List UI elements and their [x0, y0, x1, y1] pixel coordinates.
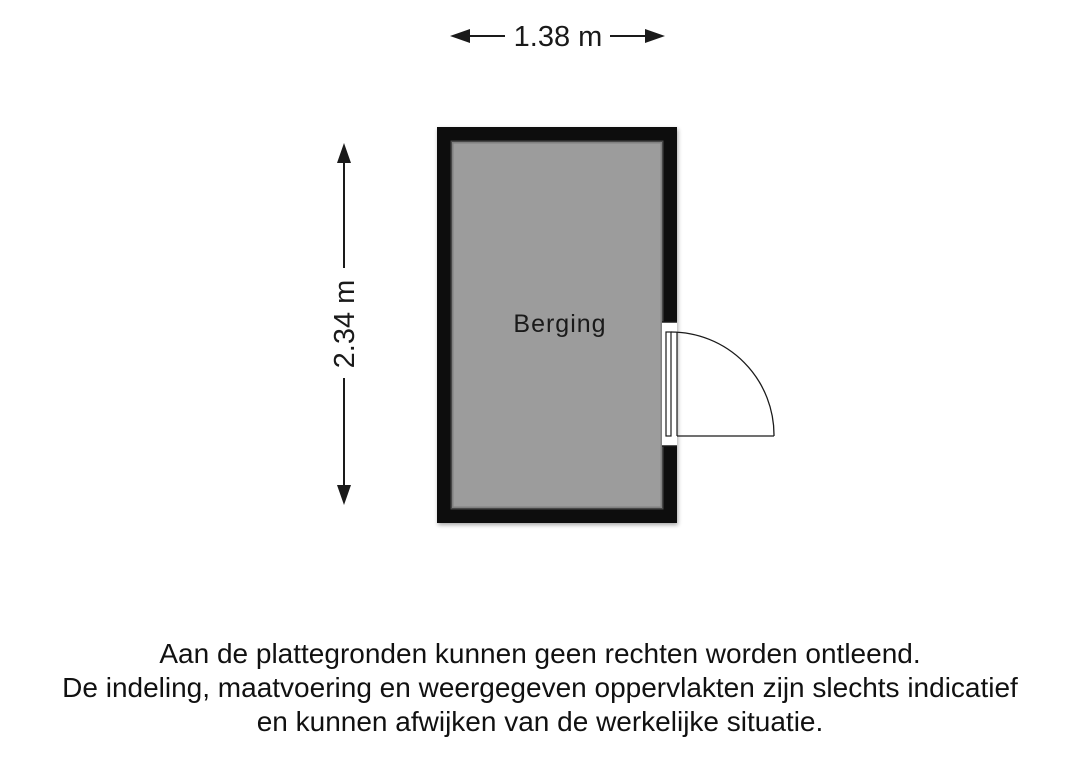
arrow-right-icon — [645, 29, 665, 43]
door — [662, 321, 775, 447]
disclaimer-line-1: Aan de plattegronden kunnen geen rechten… — [159, 638, 921, 669]
disclaimer: Aan de plattegronden kunnen geen rechten… — [0, 637, 1080, 739]
door-leaf — [665, 331, 672, 437]
disclaimer-line-2: De indeling, maatvoering en weergegeven … — [62, 672, 1018, 703]
height-dimension-label: 2.34 m — [329, 280, 361, 369]
room-berging: Berging — [437, 127, 677, 523]
width-dimension-label: 1.38 m — [514, 21, 603, 53]
arrow-up-icon — [337, 143, 351, 163]
height-dimension: 2.34 m — [329, 143, 361, 505]
door-swing-arc — [670, 331, 775, 437]
arrow-left-icon — [450, 29, 470, 43]
width-dimension: 1.38 m — [450, 21, 665, 53]
room-label: Berging — [513, 310, 606, 338]
room-floor — [452, 142, 662, 508]
arrow-down-icon — [337, 485, 351, 505]
disclaimer-line-3: en kunnen afwijken van de werkelijke sit… — [256, 706, 824, 737]
